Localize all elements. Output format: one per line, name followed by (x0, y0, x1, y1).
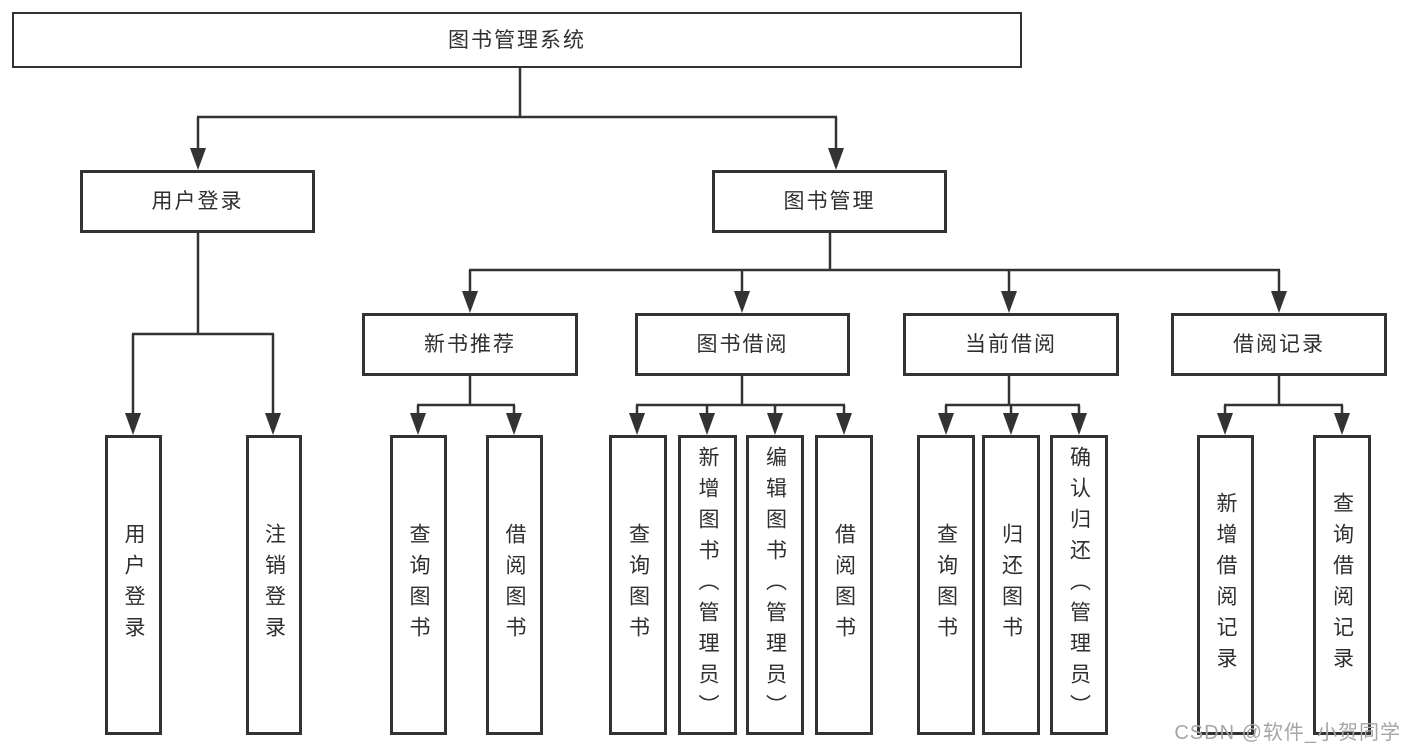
node-label: 当前借阅 (965, 333, 1057, 356)
node-label: 编辑图书（管理员） (763, 445, 787, 725)
node-label: 查询图书 (934, 523, 958, 647)
connector-new-book-children (410, 376, 522, 435)
node-new-book-rec: 新书推荐 (362, 313, 578, 376)
node-label: 用户登录 (151, 190, 244, 213)
node-label: 注销登录 (262, 523, 286, 647)
csdn-watermark: CSDN @软件_小贺同学 (1174, 722, 1401, 744)
leaf-record-add: 新增借阅记录 (1197, 435, 1254, 735)
leaf-newbook-borrow: 借阅图书 (486, 435, 543, 735)
node-user-login: 用户登录 (80, 170, 315, 233)
node-label: 借阅记录 (1233, 333, 1325, 356)
node-label: 归还图书 (999, 523, 1023, 647)
node-book-mgmt: 图书管理 (712, 170, 947, 233)
leaf-borrow-book: 借阅图书 (815, 435, 873, 735)
connector-book-mgmt-children (462, 233, 1287, 313)
node-label: 图书管理系统 (448, 28, 586, 52)
leaf-current-confirm-admin: 确认归还（管理员） (1050, 435, 1108, 735)
node-label: 新增借阅记录 (1214, 492, 1237, 678)
leaf-logout: 注销登录 (246, 435, 302, 735)
node-label: 用户登录 (122, 523, 145, 647)
node-label: 查询图书 (407, 523, 430, 647)
node-label: 新书推荐 (424, 333, 516, 356)
node-label: 确认归还（管理员） (1067, 445, 1091, 725)
node-label: 新增图书（管理员） (696, 445, 719, 725)
leaf-current-return: 归还图书 (982, 435, 1040, 735)
node-borrow-record: 借阅记录 (1171, 313, 1387, 376)
node-label: 借阅图书 (832, 523, 856, 647)
leaf-newbook-query: 查询图书 (390, 435, 447, 735)
connector-root-to-level2 (190, 68, 844, 170)
node-label: 图书借阅 (696, 333, 789, 356)
node-label: 查询图书 (626, 523, 650, 647)
leaf-borrow-query: 查询图书 (609, 435, 667, 735)
leaf-current-query: 查询图书 (917, 435, 975, 735)
leaf-borrow-add-admin: 新增图书（管理员） (678, 435, 737, 735)
connector-user-login-children (125, 233, 281, 435)
node-current-borrow: 当前借阅 (903, 313, 1119, 376)
node-label: 借阅图书 (503, 523, 526, 647)
leaf-borrow-edit-admin: 编辑图书（管理员） (746, 435, 804, 735)
connector-borrow-record-children (1217, 376, 1350, 435)
connector-book-borrow-children (629, 376, 852, 435)
connector-current-borrow-children (938, 376, 1087, 435)
node-root-system: 图书管理系统 (12, 12, 1022, 68)
leaf-user-login: 用户登录 (105, 435, 162, 735)
node-label: 图书管理 (783, 190, 876, 213)
node-label: 查询借阅记录 (1330, 492, 1354, 678)
node-book-borrow: 图书借阅 (635, 313, 850, 376)
leaf-record-query: 查询借阅记录 (1313, 435, 1371, 735)
